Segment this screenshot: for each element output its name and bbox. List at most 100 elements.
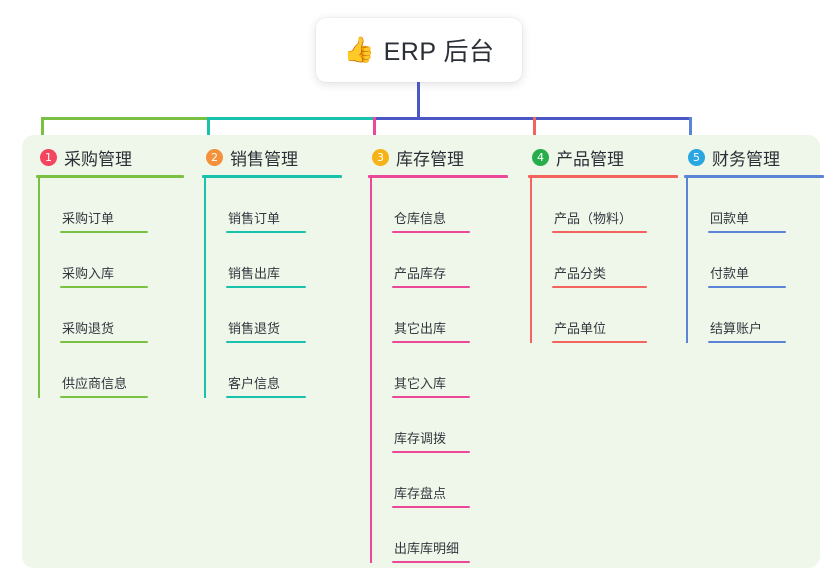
branch-title-3: 库存管理 (396, 149, 464, 169)
branch-item-label: 供应商信息 (62, 376, 128, 391)
branch-item-list-1: 采购订单采购入库采购退货供应商信息 (36, 178, 184, 398)
branch-item[interactable]: 销售订单 (202, 178, 342, 233)
branch-item-rule (392, 506, 470, 508)
branch-header-rule-4 (528, 175, 678, 178)
branch-header-2[interactable]: 2 销售管理 (202, 144, 342, 170)
branch-item[interactable]: 其它入库 (368, 343, 508, 398)
root-node[interactable]: 👍 ERP 后台 (316, 18, 522, 82)
branch-item[interactable]: 采购入库 (36, 233, 184, 288)
branch-badge-2: 2 (206, 148, 223, 166)
branch-item[interactable]: 产品单位 (528, 288, 678, 343)
bus-segment-2 (207, 117, 376, 120)
branch-item-rule (392, 286, 470, 288)
branch-item[interactable]: 采购订单 (36, 178, 184, 233)
branch-item[interactable]: 产品分类 (528, 233, 678, 288)
branch-item-label: 产品分类 (554, 266, 607, 281)
branch-item[interactable]: 出库库明细 (368, 508, 508, 563)
branch-item[interactable]: 采购退货 (36, 288, 184, 343)
branch-badge-1: 1 (40, 148, 57, 166)
branch-badge-4: 4 (532, 148, 549, 166)
branch-item-label: 其它入库 (394, 376, 447, 391)
branch-item-rule (708, 341, 786, 343)
branch-item-rule (708, 231, 786, 233)
branch-item[interactable]: 结算账户 (684, 288, 824, 343)
branch-item-label: 出库库明细 (394, 541, 460, 556)
branch-header-3[interactable]: 3 库存管理 (368, 144, 508, 170)
branch-title-1: 采购管理 (64, 149, 132, 169)
branch-item-rule (60, 341, 148, 343)
branch-item-label: 产品库存 (394, 266, 447, 281)
branch-item-rule (226, 341, 306, 343)
branch-spine-5 (686, 178, 688, 343)
branch-item[interactable]: 供应商信息 (36, 343, 184, 398)
root-node-title: ERP 后台 (383, 38, 495, 66)
branch-spine-2 (204, 178, 206, 398)
branch-item[interactable]: 客户信息 (202, 343, 342, 398)
branch-item-rule (392, 341, 470, 343)
branch-item-rule (226, 231, 306, 233)
branch-spine-4 (530, 178, 532, 343)
branch-header-rule-5 (684, 175, 824, 178)
bus-segment-1 (41, 117, 210, 120)
branch-item[interactable]: 销售出库 (202, 233, 342, 288)
branch-item-list-4: 产品（物料） 产品分类产品单位 (528, 178, 678, 343)
branch-item-rule (552, 231, 647, 233)
branch-item-label: 客户信息 (228, 376, 281, 391)
branch-item-rule (226, 286, 306, 288)
root-drop-line (417, 82, 420, 120)
branch-item-rule (226, 396, 306, 398)
branch-item-rule (392, 231, 470, 233)
branch-item-rule (708, 286, 786, 288)
branch-header-5[interactable]: 5 财务管理 (684, 144, 824, 170)
thumbs-up-icon: 👍 (343, 35, 375, 64)
branch-column-2: 2 销售管理销售订单销售出库销售退货客户信息 (202, 144, 342, 398)
branch-item-label: 仓库信息 (394, 211, 447, 226)
branch-item-label: 采购退货 (62, 321, 115, 336)
branch-item-label: 销售出库 (228, 266, 281, 281)
branch-item[interactable]: 销售退货 (202, 288, 342, 343)
branch-item-label: 回款单 (710, 211, 750, 226)
branch-item[interactable]: 其它出库 (368, 288, 508, 343)
branch-item[interactable]: 库存盘点 (368, 453, 508, 508)
branch-badge-3: 3 (372, 148, 389, 166)
branch-item-label: 结算账户 (710, 321, 763, 336)
branch-spine-1 (38, 178, 40, 398)
branch-item-label: 采购订单 (62, 211, 115, 226)
branch-item-rule (552, 341, 647, 343)
branch-item-label: 其它出库 (394, 321, 447, 336)
branch-item-rule (60, 396, 148, 398)
branch-header-1[interactable]: 1 采购管理 (36, 144, 184, 170)
branch-item[interactable]: 产品（物料） (528, 178, 678, 233)
branch-item[interactable]: 仓库信息 (368, 178, 508, 233)
branch-item[interactable]: 回款单 (684, 178, 824, 233)
branch-spine-3 (370, 178, 372, 563)
branch-column-3: 3 库存管理仓库信息产品库存其它出库其它入库库存调拨库存盘点出库库明细 (368, 144, 508, 563)
branch-item-list-2: 销售订单销售出库销售退货客户信息 (202, 178, 342, 398)
branch-item-rule (552, 286, 647, 288)
branch-item-label: 销售退货 (228, 321, 281, 336)
branch-column-5: 5 财务管理回款单付款单结算账户 (684, 144, 824, 343)
branch-item[interactable]: 付款单 (684, 233, 824, 288)
branch-item-label: 付款单 (710, 266, 750, 281)
branch-item-rule (392, 451, 470, 453)
branch-item-label: 库存盘点 (394, 486, 447, 501)
branch-item-label: 库存调拨 (394, 431, 447, 446)
branch-header-4[interactable]: 4 产品管理 (528, 144, 678, 170)
branch-header-rule-1 (36, 175, 184, 178)
branch-item-rule (60, 286, 148, 288)
branch-badge-5: 5 (688, 148, 705, 166)
branch-title-2: 销售管理 (230, 149, 298, 169)
branch-column-4: 4 产品管理产品（物料） 产品分类产品单位 (528, 144, 678, 343)
branch-title-4: 产品管理 (556, 149, 624, 169)
branch-item[interactable]: 产品库存 (368, 233, 508, 288)
branch-item-label: 产品（物料） (554, 211, 633, 226)
branch-item[interactable]: 库存调拨 (368, 398, 508, 453)
branch-item-list-5: 回款单付款单结算账户 (684, 178, 824, 343)
bus-segment-3 (373, 117, 536, 120)
branch-header-rule-2 (202, 175, 342, 178)
bus-segment-4 (533, 117, 692, 120)
branch-item-rule (60, 231, 148, 233)
branch-item-rule (392, 561, 470, 563)
branch-title-5: 财务管理 (712, 149, 780, 169)
branch-item-label: 销售订单 (228, 211, 281, 226)
